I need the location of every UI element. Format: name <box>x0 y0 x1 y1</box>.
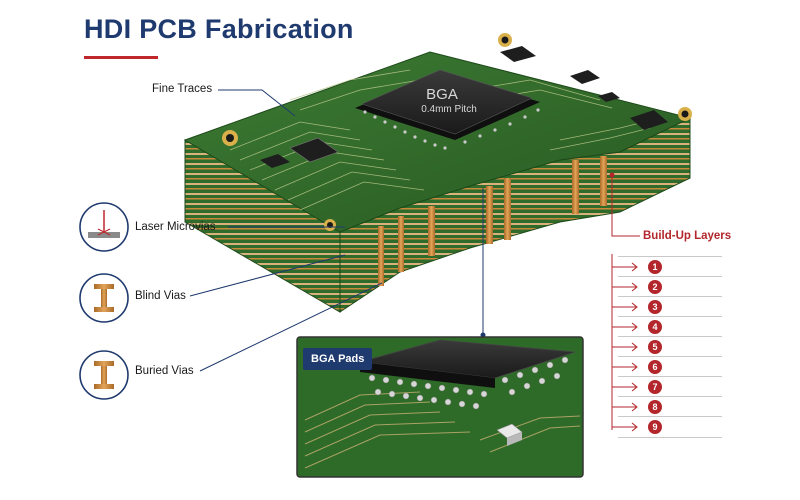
layer-row: 9 <box>612 416 722 438</box>
layer-number: 9 <box>648 420 662 434</box>
bga-pads-inset <box>296 336 584 478</box>
page-title: HDI PCB Fabrication <box>84 14 354 44</box>
inset-bga-balls <box>368 356 569 410</box>
chip-pitch: 0.4mm Pitch <box>421 104 477 115</box>
fine-traces-label: Fine Traces <box>152 83 213 95</box>
layer-row: 5 <box>612 336 722 357</box>
laser-microvias-label: Laser Microvias <box>135 221 216 233</box>
buried-vias-leader <box>199 282 383 372</box>
bga-pads-label: BGA Pads <box>303 348 373 370</box>
copper-vias <box>378 156 607 286</box>
layer-number: 7 <box>648 380 662 394</box>
layer-number: 8 <box>648 400 662 414</box>
layer-row: 4 <box>612 316 722 337</box>
buried-vias-label: Buried Vias <box>135 365 194 377</box>
fine-traces-leader <box>218 89 296 117</box>
layer-row: 6 <box>612 356 722 377</box>
layer-row: 2 <box>612 276 722 297</box>
callout-lines <box>189 89 484 372</box>
layer-number: 2 <box>648 280 662 294</box>
smd-components <box>260 46 668 168</box>
layer-number: 3 <box>648 300 662 314</box>
build-up-layers-label: Build-Up Layers <box>643 230 732 242</box>
board-top-surface <box>183 51 692 233</box>
chip-pins <box>363 108 540 150</box>
layer-number: 5 <box>648 340 662 354</box>
build-up-leader-dot <box>609 172 615 178</box>
blind-vias-label: Blind Vias <box>135 290 186 302</box>
layer-number: 6 <box>648 360 662 374</box>
layer-row: 3 <box>612 296 722 317</box>
blind-vias-icon <box>79 273 129 323</box>
laser-microvias-icon <box>79 202 129 252</box>
chip-name: BGA <box>426 86 458 103</box>
layer-number: 1 <box>648 260 662 274</box>
layer-row: 7 <box>612 376 722 397</box>
layer-row: 8 <box>612 396 722 417</box>
layer-number: 4 <box>648 320 662 334</box>
bga-chip <box>355 69 540 150</box>
title-underline <box>84 56 158 59</box>
layer-row: 1 <box>612 256 722 277</box>
inset-component <box>496 423 523 446</box>
blind-vias-leader <box>189 254 346 297</box>
build-up-leader <box>611 175 640 430</box>
buried-vias-icon <box>79 350 129 400</box>
